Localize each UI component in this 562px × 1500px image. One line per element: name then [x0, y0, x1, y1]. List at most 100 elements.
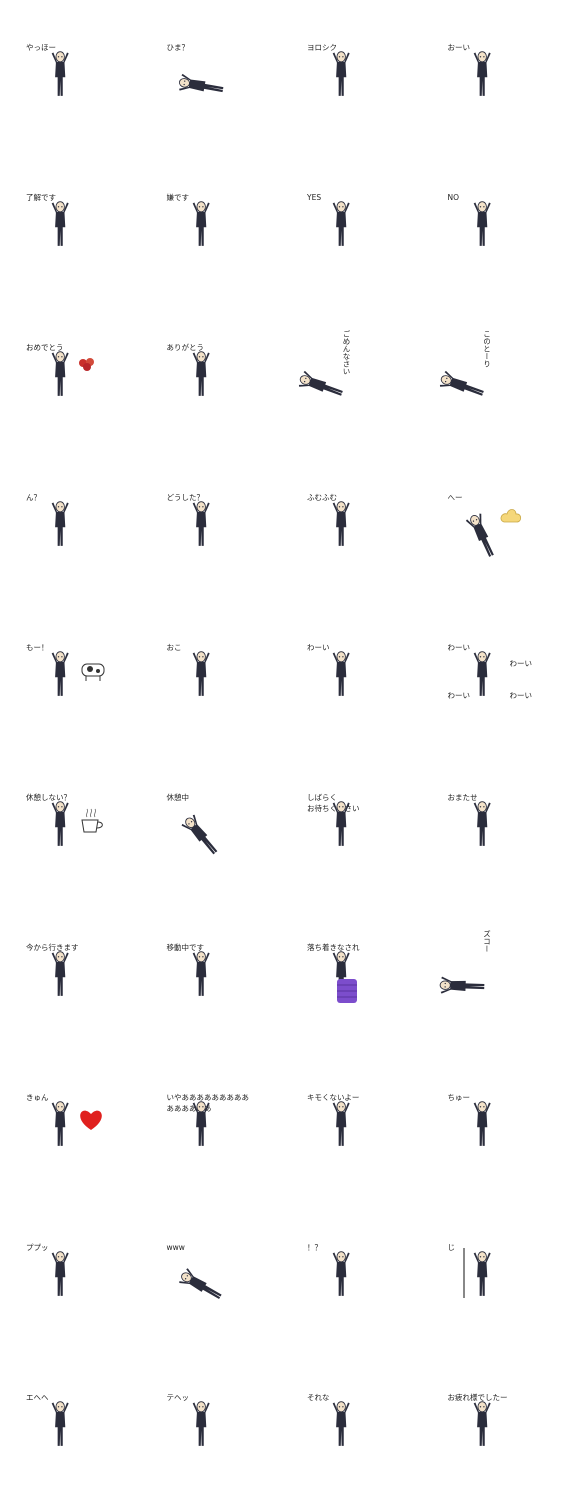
- sticker-label: テヘッ: [166, 1393, 190, 1402]
- character-figure: [472, 1100, 492, 1148]
- sticker-cell[interactable]: このとーり: [422, 300, 562, 450]
- sticker-label: 移動中です: [166, 943, 205, 952]
- sticker-cell[interactable]: しばらく お待ちください: [281, 750, 422, 900]
- sticker-cell[interactable]: NO: [422, 150, 562, 300]
- sticker-cell[interactable]: ふむふむ: [281, 450, 422, 600]
- sticker-cell[interactable]: 了解です: [0, 150, 141, 300]
- sticker-cell[interactable]: やっほー: [0, 0, 141, 150]
- character-figure: [472, 50, 492, 98]
- sticker-label: 休憩しない？: [26, 793, 71, 802]
- sticker-label: このとーり: [482, 330, 492, 368]
- sticker-label-extra: わーい: [509, 659, 533, 668]
- sticker-cell[interactable]: おめでとう: [0, 300, 141, 450]
- character-figure: [50, 350, 70, 398]
- sticker-cell[interactable]: おーい: [422, 0, 562, 150]
- sticker-cell[interactable]: へー: [422, 450, 562, 600]
- sticker-label: 休憩中: [166, 793, 190, 802]
- sticker-cell[interactable]: おこ: [141, 600, 282, 750]
- sticker-label: ふむふむ: [307, 493, 337, 502]
- sticker-label: どうした？: [166, 493, 205, 502]
- sticker-label: おめでとう: [26, 343, 64, 352]
- character-figure: [331, 50, 351, 98]
- sticker-label: へー: [447, 493, 463, 502]
- sticker-cell[interactable]: 休憩中: [141, 750, 282, 900]
- sticker-label: キモくないよー: [307, 1093, 360, 1102]
- sticker-cell[interactable]: それな: [281, 1350, 422, 1500]
- character-figure: [191, 200, 211, 248]
- sticker-cell[interactable]: いやあああああああああ ああああああ: [141, 1050, 282, 1200]
- cow-icon: [78, 658, 108, 686]
- sticker-cell[interactable]: ひま？: [141, 0, 282, 150]
- sticker-label: やっほー: [26, 43, 56, 52]
- character-figure: [465, 512, 494, 560]
- sticker-cell[interactable]: ズコー: [422, 900, 562, 1050]
- sticker-cell[interactable]: わーい わーいわーいわーい: [422, 600, 562, 750]
- sticker-label: ！？: [307, 1243, 322, 1252]
- sticker-cell[interactable]: ごめんなさい: [281, 300, 422, 450]
- sticker-cell[interactable]: ププッ: [0, 1200, 141, 1350]
- character-figure: [472, 1400, 492, 1448]
- sticker-cell[interactable]: 今から行きます: [0, 900, 141, 1050]
- character-figure: [191, 950, 211, 998]
- sticker-label-extra: わーい: [509, 691, 533, 700]
- sticker-cell[interactable]: じ: [422, 1200, 562, 1350]
- sticker-cell[interactable]: ん？: [0, 450, 141, 600]
- wall-icon: [462, 1248, 466, 1302]
- heart-icon: [78, 1108, 104, 1136]
- sticker-cell[interactable]: ちゅー: [422, 1050, 562, 1200]
- character-figure: [178, 1262, 222, 1310]
- sticker-label: ん？: [26, 493, 41, 502]
- character-figure: [50, 950, 70, 998]
- sticker-cell[interactable]: www: [141, 1200, 282, 1350]
- sticker-cell[interactable]: テヘッ: [141, 1350, 282, 1500]
- bouquet-icon: [78, 358, 96, 378]
- sticker-cell[interactable]: おまたせ: [422, 750, 562, 900]
- sticker-label: NO: [447, 193, 460, 202]
- character-figure: [181, 812, 217, 860]
- sticker-label: ヨロシク: [307, 43, 337, 52]
- sticker-cell[interactable]: わーい: [281, 600, 422, 750]
- character-figure: [331, 1250, 351, 1298]
- sticker-cell[interactable]: エヘヘ: [0, 1350, 141, 1500]
- sticker-cell[interactable]: ヨロシク: [281, 0, 422, 150]
- sticker-cell[interactable]: 移動中です: [141, 900, 282, 1050]
- sticker-cell[interactable]: 嫌です: [141, 150, 282, 300]
- sticker-cell[interactable]: お疲れ様でしたー: [422, 1350, 562, 1500]
- sticker-label: ズコー: [482, 930, 492, 953]
- sticker-cell[interactable]: キモくないよー: [281, 1050, 422, 1200]
- character-figure: [331, 500, 351, 548]
- coffee-cup-icon: [78, 808, 104, 838]
- sticker-label: いやあああああああああ ああああああ: [166, 1093, 250, 1113]
- character-figure: [178, 62, 223, 110]
- sticker-cell[interactable]: ！？: [281, 1200, 422, 1350]
- sticker-label: ごめんなさい: [342, 330, 351, 375]
- sticker-label: おーい: [447, 43, 471, 52]
- sticker-label: ちゅー: [447, 1093, 471, 1102]
- sticker-cell[interactable]: 休憩しない？: [0, 750, 141, 900]
- character-figure: [191, 650, 211, 698]
- sticker-cell[interactable]: もー！: [0, 600, 141, 750]
- character-figure: [50, 1250, 70, 1298]
- character-figure: [50, 500, 70, 548]
- sticker-label: もー！: [26, 643, 49, 652]
- character-figure: [191, 500, 211, 548]
- sticker-label: 嫌です: [166, 193, 190, 202]
- character-figure: [331, 200, 351, 248]
- sticker-cell[interactable]: 落ち着きなされ: [281, 900, 422, 1050]
- sticker-cell[interactable]: きゅん: [0, 1050, 141, 1200]
- sticker-label: 落ち着きなされ: [307, 943, 360, 952]
- character-figure: [191, 350, 211, 398]
- sticker-label: ひま？: [166, 43, 190, 52]
- character-figure: [439, 962, 484, 1010]
- character-figure: [50, 800, 70, 848]
- sticker-label: ププッ: [26, 1243, 49, 1252]
- sticker-label: www: [166, 1243, 185, 1252]
- sticker-cell[interactable]: どうした？: [141, 450, 282, 600]
- character-figure: [472, 200, 492, 248]
- sticker-cell[interactable]: ありがとう: [141, 300, 282, 450]
- cloud-icon: [500, 508, 522, 530]
- character-figure: [50, 1100, 70, 1148]
- character-figure: [50, 1400, 70, 1448]
- sticker-cell[interactable]: YES: [281, 150, 422, 300]
